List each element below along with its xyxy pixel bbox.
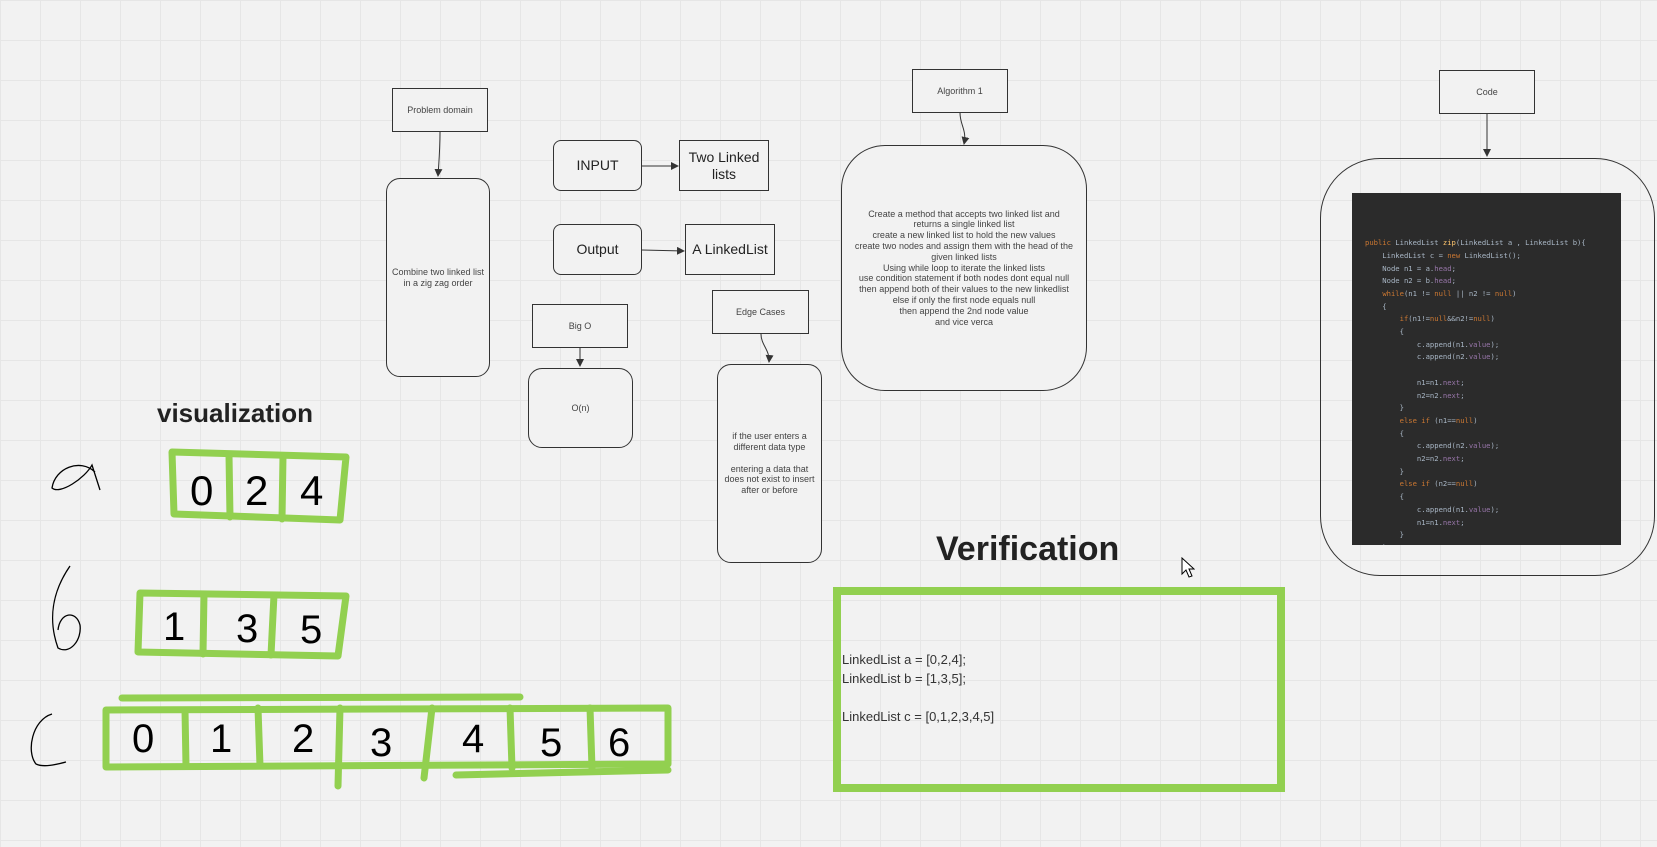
output-box[interactable]: Output [553,224,642,275]
cell-c-2: 2 [292,717,314,761]
code-line: { [1365,492,1404,502]
big-o-box[interactable]: O(n) [528,368,633,448]
code-title[interactable]: Code [1439,70,1535,114]
code-line: c.append(n2.value); [1365,441,1500,451]
cell-c-1: 1 [210,717,232,761]
code-block: public LinkedList zip(LinkedList a , Lin… [1352,193,1621,545]
code-line: } [1365,542,1621,545]
cell-b-0: 1 [163,605,185,649]
code-line: { [1365,327,1404,337]
code-line: } [1365,403,1404,413]
code-line: else if (n1==null) [1399,415,1478,425]
mouse-cursor-icon [1181,557,1195,578]
algorithm-title[interactable]: Algorithm 1 [912,69,1008,113]
row-a-cell-text: 0 2 4 [190,467,323,514]
row-c-cells [102,693,672,790]
row-b-cells [134,589,350,660]
cell-c-6: 6 [608,721,630,765]
input-box[interactable]: INPUT [553,140,642,191]
cell-c-0: 0 [132,717,154,761]
visualization-title: visualization [157,398,314,428]
edge-cases-title[interactable]: Edge Cases [712,290,809,334]
code-line: } [1365,466,1404,476]
code-line: c.append(n1.value); [1365,504,1500,514]
cell-a-1: 2 [245,467,268,514]
row-a-letter [51,463,101,491]
cell-c-3: 3 [370,721,392,765]
cell-a-2: 4 [300,467,323,514]
code-container[interactable] [1320,158,1655,576]
cell-b-1: 3 [236,607,258,651]
algorithm-box[interactable]: Create a method that accepts two linked … [841,145,1087,391]
cell-c-5: 5 [540,721,562,765]
cell-c-4: 4 [462,717,484,761]
code-line: Node n2 = b.head; [1365,276,1456,286]
cell-b-2: 5 [300,608,322,652]
code-line: else if (n2==null) [1399,479,1478,489]
code-line: Node n1 = a.head; [1365,263,1456,273]
code-line: n2=n2.next; [1365,390,1465,400]
code-line: public LinkedList zip(LinkedList a , Lin… [1365,238,1586,248]
input-value-box[interactable]: Two Linked lists [679,140,769,191]
row-c-cell-text: 0 1 2 3 4 5 6 [132,717,630,765]
cell-a-0: 0 [190,467,213,514]
code-line: { [1365,301,1387,311]
code-line: n1=n1.next; [1365,517,1465,527]
code-line: { [1365,428,1404,438]
code-line: while(n1 != null || n2 != null) [1382,288,1517,298]
row-b-cell-text: 1 3 5 [163,605,322,652]
row-c-letter [30,713,67,767]
verification-text: LinkedList a = [0,2,4]; LinkedList b = [… [842,652,995,724]
problem-domain-box[interactable]: Combine two linked list in a zig zag ord… [386,178,490,377]
verification-title: Verification [936,530,1120,568]
code-line: n1=n1.next; [1365,377,1465,387]
row-a-cells [168,448,350,524]
code-lines: public LinkedList zip(LinkedList a , Lin… [1365,237,1621,545]
code-line: c.append(n2.value); [1365,352,1500,362]
code-line: LinkedList c = new LinkedList(); [1365,250,1521,260]
code-line: if(n1!=null&&n2!=null) [1399,314,1495,324]
output-value-box[interactable]: A LinkedList [685,224,775,275]
code-line: } [1365,530,1404,540]
big-o-title[interactable]: Big O [532,304,628,348]
code-line: n2=n2.next; [1365,454,1465,464]
row-b-letter [52,565,81,651]
code-line: c.append(n1.value); [1365,339,1500,349]
code-line [1365,364,1621,377]
edge-cases-box[interactable]: if the user enters a different data type… [717,364,822,563]
problem-domain-title[interactable]: Problem domain [392,88,488,132]
